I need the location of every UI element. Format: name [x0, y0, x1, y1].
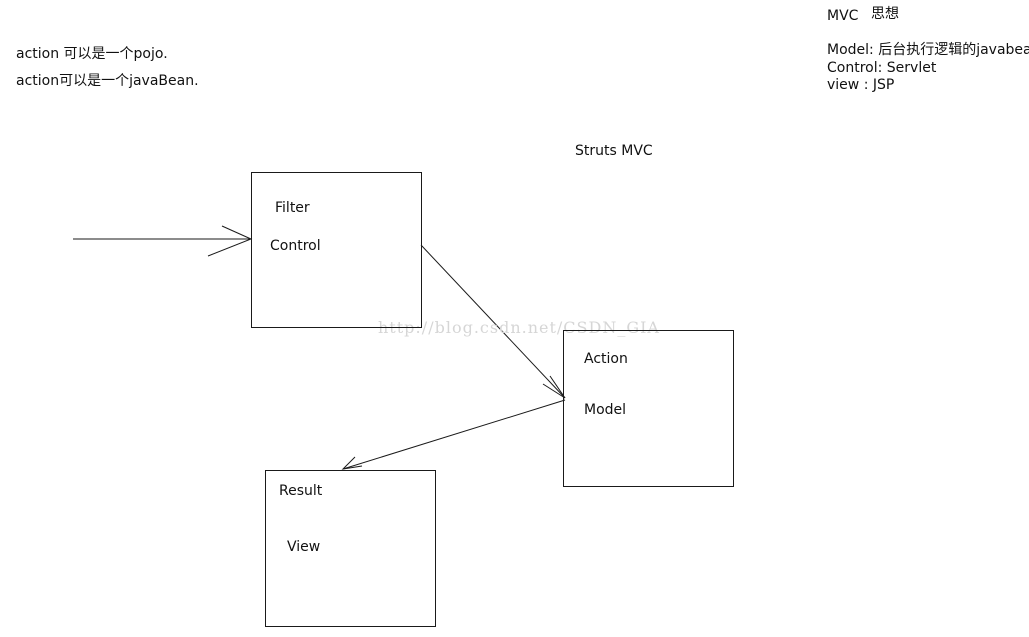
action-to-result-head	[341, 456, 363, 470]
control-to-action-line	[420, 244, 566, 399]
incoming-arrow-head	[207, 225, 253, 257]
control-to-action-head	[542, 375, 566, 399]
diagram-title: Struts MVC	[575, 143, 653, 159]
filter-control-box: Filter Control	[251, 172, 422, 328]
mvc-control-line: Control: Servlet	[827, 60, 937, 76]
watermark-url: http://blog.csdn.net/CSDN_GIA	[378, 318, 660, 337]
view-label: View	[287, 539, 321, 555]
control-label: Control	[270, 238, 321, 254]
note-pojo: action 可以是一个pojo.	[16, 46, 168, 62]
model-label: Model	[584, 402, 627, 418]
mvc-heading: MVC	[827, 8, 859, 24]
action-model-box: Action Model	[563, 330, 734, 487]
mvc-model-line: Model: 后台执行逻辑的javabean	[827, 42, 1029, 58]
result-view-box: Result View	[265, 470, 436, 627]
result-label: Result	[279, 483, 323, 499]
mvc-view-line: view : JSP	[827, 77, 895, 93]
action-to-result-line	[342, 399, 566, 470]
note-javabean: action可以是一个javaBean.	[16, 73, 199, 89]
mvc-heading-cn: 思想	[871, 6, 899, 22]
action-label: Action	[584, 351, 628, 367]
filter-label: Filter	[275, 200, 310, 216]
